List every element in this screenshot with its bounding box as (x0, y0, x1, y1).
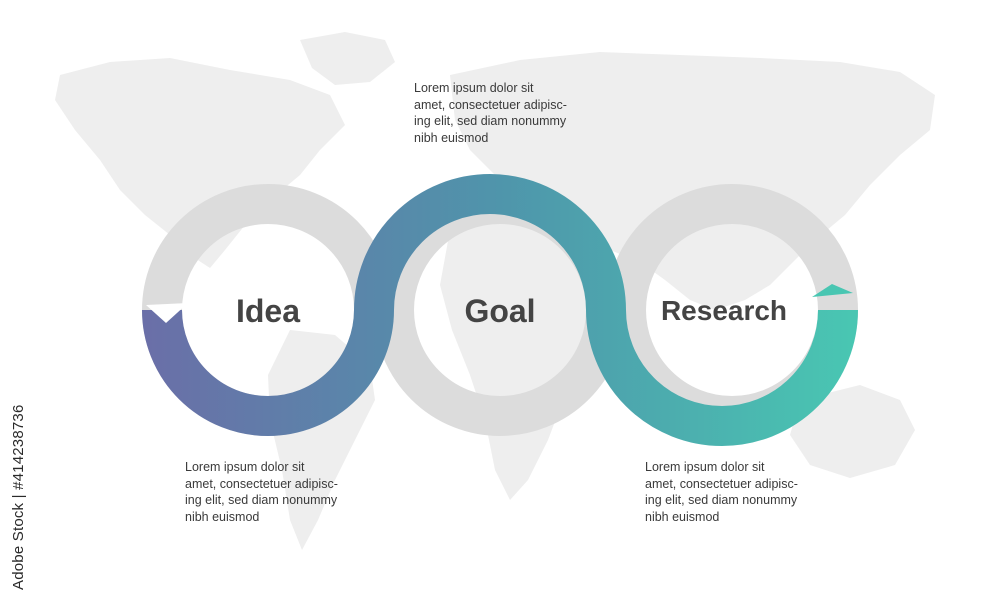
map-greenland (300, 32, 395, 85)
world-map-icon (55, 32, 935, 550)
map-australia (790, 385, 915, 478)
description-bottom-left: Lorem ipsum dolor sit amet, consectetuer… (185, 460, 338, 524)
description-bottom-right: Lorem ipsum dolor sit amet, consectetuer… (645, 460, 798, 524)
stage-label-goal: Goal (464, 293, 535, 329)
map-north-america (55, 58, 345, 268)
wave-end-arrow (812, 284, 853, 297)
description-top: Lorem ipsum dolor sit amet, consectetuer… (414, 81, 567, 145)
stock-id-watermark: Adobe Stock | #414238736 (10, 404, 27, 590)
wave-flow (142, 174, 858, 446)
stage-label-idea: Idea (236, 293, 300, 329)
wave-flow-path (142, 174, 858, 446)
stage-label-research: Research (661, 295, 787, 326)
wave-start-notch (146, 303, 188, 323)
map-europe-asia (450, 52, 935, 310)
map-africa (440, 218, 605, 500)
